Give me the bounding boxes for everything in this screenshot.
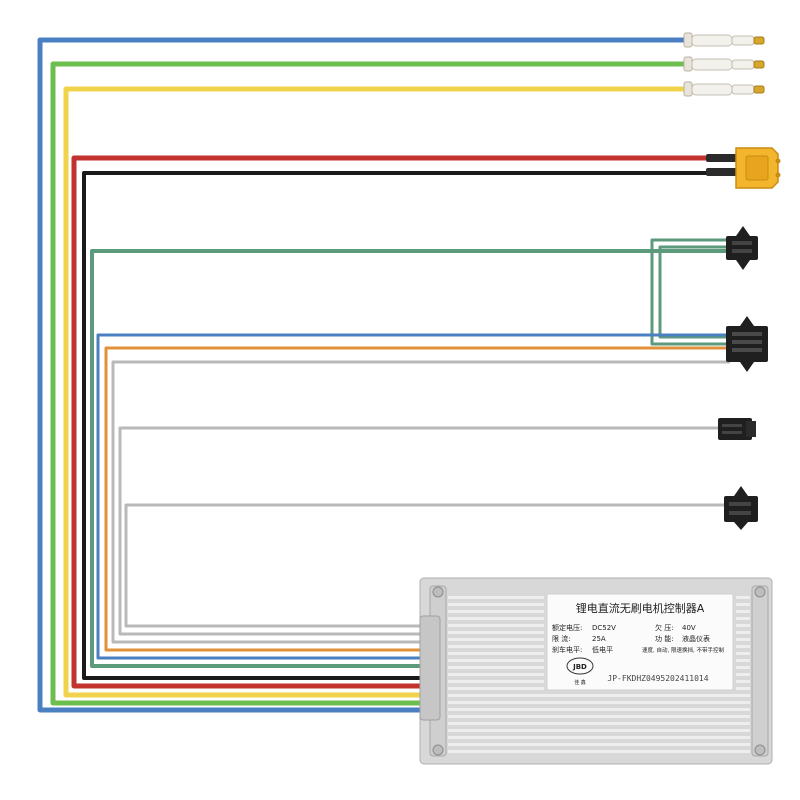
bullet-connector-green [683, 56, 765, 72]
fin [448, 736, 750, 739]
screw [754, 744, 766, 756]
fin [448, 652, 544, 655]
fin [736, 673, 750, 676]
throttle-3pin-connector [726, 226, 758, 270]
fin [448, 631, 544, 634]
wire-teal-bridge-2 [658, 245, 730, 339]
spec-label: 锂电直流无刷电机控制器A 额定电压: DC52V 欠 压: 40V 限 流: 2… [546, 593, 734, 691]
screw [432, 586, 444, 598]
wire-gray-aux [124, 503, 725, 628]
function-label: 功 能: [655, 634, 674, 643]
label-title: 锂电直流无刷电机控制器A [576, 601, 705, 615]
brake-level-label: 刹车电平: [552, 645, 582, 654]
wire-gray-signal-1 [111, 360, 730, 644]
fin [736, 596, 750, 599]
fin [448, 617, 544, 620]
undervoltage-value: 40V [682, 624, 696, 632]
fin [448, 624, 544, 627]
current-limit-label: 限 流: [552, 634, 571, 643]
rated-voltage-label: 额定电压: [552, 623, 582, 632]
features-text: 速度, 自动, 限速换挡, 不带手控制 [642, 646, 724, 654]
hall-4pin-connector [726, 316, 768, 372]
fin [448, 722, 750, 725]
current-limit-value: 25A [592, 635, 606, 643]
fin [736, 645, 750, 648]
screw [754, 586, 766, 598]
wire-orange-signal [104, 346, 730, 652]
fin [448, 596, 544, 599]
fin [448, 708, 750, 711]
aux-2pin-connector [724, 486, 758, 530]
wire-blue-phase [37, 37, 690, 713]
fin [448, 694, 750, 697]
fin [448, 701, 750, 704]
fin [736, 638, 750, 641]
fin [448, 659, 544, 662]
fin [736, 624, 750, 627]
brand-logo: JBD [566, 657, 594, 675]
wire-green-phase [50, 61, 690, 706]
fin [448, 645, 544, 648]
screw [432, 744, 444, 756]
fin [448, 603, 544, 606]
rated-voltage-value: DC52V [592, 624, 616, 632]
fin [448, 638, 544, 641]
wire-red-power [71, 155, 712, 689]
fin [448, 743, 750, 746]
logo-text: JBD [572, 663, 587, 671]
xt60-battery-connector [706, 147, 781, 189]
fin [736, 687, 750, 690]
wire-teal-bridge [650, 238, 730, 346]
fin [736, 680, 750, 683]
fin [736, 659, 750, 662]
wire-blue-signal [96, 333, 730, 660]
wire-teal-signal [90, 249, 730, 668]
bullet-connector-yellow [683, 81, 765, 97]
fin [448, 610, 544, 613]
undervoltage-label: 欠 压: [655, 623, 674, 632]
fin [736, 631, 750, 634]
wire-yellow-phase [63, 86, 690, 698]
brake-2pin-connector [718, 418, 756, 440]
function-value: 液晶仪表 [682, 634, 710, 643]
fin [736, 652, 750, 655]
fin [736, 666, 750, 669]
wire-gray-brake [118, 426, 720, 636]
fin [736, 617, 750, 620]
brake-level-value: 低电平 [592, 645, 613, 654]
wire-black-ground [82, 171, 712, 680]
fin [736, 603, 750, 606]
fin [448, 680, 544, 683]
fin [448, 729, 750, 732]
fin [448, 666, 544, 669]
brand-name: 佳 鑫 [574, 679, 586, 686]
fin [736, 610, 750, 613]
serial-number: JP-FKDHZ0495202411014 [607, 674, 708, 683]
fin [448, 715, 750, 718]
fin [448, 750, 750, 753]
heat-sink-fins [448, 596, 750, 753]
bullet-connector-blue [683, 32, 765, 48]
fin [448, 673, 544, 676]
fin [448, 687, 544, 690]
